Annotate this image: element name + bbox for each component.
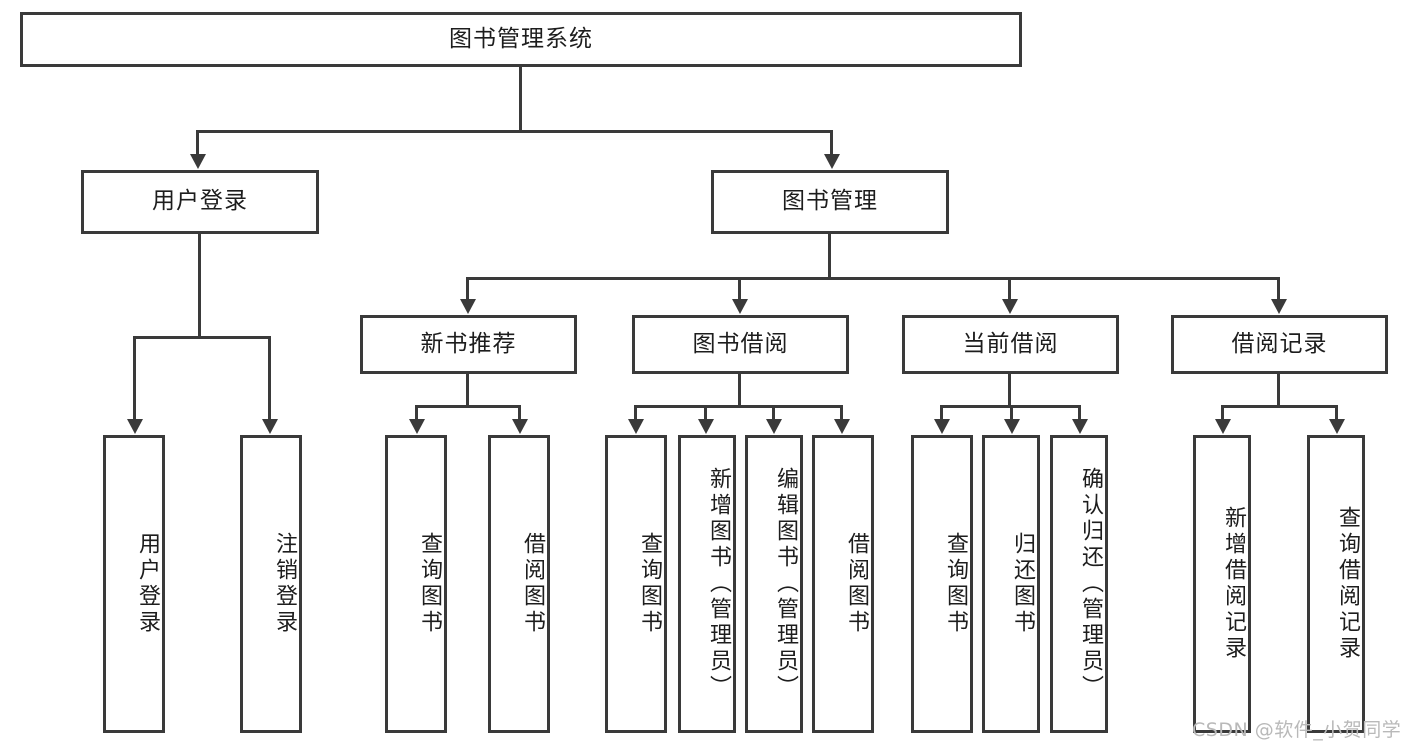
node-new-book-recommend[interactable]: 新书推荐 bbox=[360, 315, 577, 374]
node-book-manage-label: 图书管理 bbox=[782, 188, 878, 215]
connector-new-book-bus bbox=[415, 405, 521, 408]
arrowhead-borrow-record-leaf1 bbox=[1215, 419, 1231, 434]
connector-book-manage-stem bbox=[828, 234, 831, 277]
connector-to-book-borrow bbox=[738, 277, 741, 300]
leaf-borrow-add-book-label: 新增图书（管理员） bbox=[706, 467, 731, 701]
arrowhead-to-book-manage bbox=[824, 154, 840, 169]
leaf-borrow-edit-book-label: 编辑图书（管理员） bbox=[773, 467, 798, 701]
leaf-newbook-borrow-book[interactable]: 借阅图书 bbox=[488, 435, 550, 733]
arrowhead-book-borrow-leaf2 bbox=[698, 419, 714, 434]
connector-book-borrow-leaf3 bbox=[772, 405, 775, 420]
connector-to-borrow-record bbox=[1277, 277, 1280, 300]
node-book-borrow-label: 图书借阅 bbox=[692, 330, 789, 357]
connector-book-borrow-stem bbox=[738, 374, 741, 405]
leaf-borrow-add-book[interactable]: 新增图书（管理员） bbox=[678, 435, 736, 733]
connector-current-borrow-stem bbox=[1008, 374, 1011, 405]
arrowhead-to-borrow-record bbox=[1271, 299, 1287, 314]
connector-borrow-record-stem bbox=[1277, 374, 1280, 405]
arrowhead-user-login-leaf2 bbox=[262, 419, 278, 434]
leaf-user-login[interactable]: 用户登录 bbox=[103, 435, 165, 733]
arrowhead-current-borrow-leaf2 bbox=[1004, 419, 1020, 434]
connector-user-login-leaf2 bbox=[268, 336, 271, 420]
connector-new-book-leaf2 bbox=[518, 405, 521, 420]
node-new-book-recommend-label: 新书推荐 bbox=[420, 330, 517, 357]
arrowhead-to-user-login bbox=[190, 154, 206, 169]
connector-book-borrow-bus bbox=[634, 405, 843, 408]
leaf-newbook-query-book-label: 查询图书 bbox=[417, 532, 442, 636]
node-current-borrow[interactable]: 当前借阅 bbox=[902, 315, 1119, 374]
connector-to-user-login bbox=[196, 130, 199, 155]
arrowhead-new-book-leaf2 bbox=[512, 419, 528, 434]
leaf-record-add-record-label: 新增借阅记录 bbox=[1221, 506, 1246, 662]
node-book-manage[interactable]: 图书管理 bbox=[711, 170, 949, 234]
node-current-borrow-label: 当前借阅 bbox=[962, 330, 1059, 357]
arrowhead-to-book-borrow bbox=[732, 299, 748, 314]
connector-borrow-record-leaf2 bbox=[1335, 405, 1338, 420]
connector-current-borrow-leaf2 bbox=[1010, 405, 1013, 420]
connector-current-borrow-leaf1 bbox=[940, 405, 943, 420]
leaf-current-confirm-return-label: 确认归还（管理员） bbox=[1078, 467, 1103, 701]
connector-to-current-borrow bbox=[1008, 277, 1011, 300]
leaf-borrow-query-book-label: 查询图书 bbox=[637, 532, 662, 636]
leaf-current-return-book[interactable]: 归还图书 bbox=[982, 435, 1040, 733]
node-book-borrow[interactable]: 图书借阅 bbox=[632, 315, 849, 374]
arrowhead-user-login-leaf1 bbox=[127, 419, 143, 434]
connector-to-book-manage bbox=[830, 130, 833, 155]
connector-root-bus bbox=[196, 130, 833, 133]
node-root-system[interactable]: 图书管理系统 bbox=[20, 12, 1022, 67]
connector-book-borrow-leaf4 bbox=[840, 405, 843, 420]
leaf-newbook-query-book[interactable]: 查询图书 bbox=[385, 435, 447, 733]
leaf-record-query-record[interactable]: 查询借阅记录 bbox=[1307, 435, 1365, 733]
leaf-current-query-book-label: 查询图书 bbox=[943, 532, 968, 636]
connector-user-login-bus bbox=[133, 336, 270, 339]
leaf-current-return-book-label: 归还图书 bbox=[1010, 532, 1035, 636]
node-root-system-label: 图书管理系统 bbox=[449, 25, 593, 52]
leaf-current-confirm-return[interactable]: 确认归还（管理员） bbox=[1050, 435, 1108, 733]
arrowhead-book-borrow-leaf3 bbox=[766, 419, 782, 434]
node-borrow-record-label: 借阅记录 bbox=[1231, 330, 1328, 357]
leaf-logout-login[interactable]: 注销登录 bbox=[240, 435, 302, 733]
connector-current-borrow-leaf3 bbox=[1078, 405, 1081, 420]
connector-borrow-record-leaf1 bbox=[1221, 405, 1224, 420]
arrowhead-to-current-borrow bbox=[1002, 299, 1018, 314]
node-user-login-label: 用户登录 bbox=[152, 188, 248, 215]
arrowhead-current-borrow-leaf3 bbox=[1072, 419, 1088, 434]
connector-root-stem bbox=[519, 67, 522, 130]
arrowhead-book-borrow-leaf1 bbox=[628, 419, 644, 434]
leaf-current-query-book[interactable]: 查询图书 bbox=[911, 435, 973, 733]
node-user-login[interactable]: 用户登录 bbox=[81, 170, 319, 234]
leaf-newbook-borrow-book-label: 借阅图书 bbox=[520, 532, 545, 636]
arrowhead-current-borrow-leaf1 bbox=[934, 419, 950, 434]
connector-borrow-record-bus bbox=[1221, 405, 1338, 408]
connector-new-book-stem bbox=[466, 374, 469, 405]
connector-book-manage-bus bbox=[466, 277, 1280, 280]
node-borrow-record[interactable]: 借阅记录 bbox=[1171, 315, 1388, 374]
leaf-logout-login-label: 注销登录 bbox=[272, 532, 297, 636]
leaf-record-query-record-label: 查询借阅记录 bbox=[1335, 506, 1360, 662]
arrowhead-new-book-leaf1 bbox=[409, 419, 425, 434]
leaf-borrow-borrow-book[interactable]: 借阅图书 bbox=[812, 435, 874, 733]
arrowhead-book-borrow-leaf4 bbox=[834, 419, 850, 434]
connector-user-login-stem bbox=[198, 234, 201, 336]
connector-book-borrow-leaf1 bbox=[634, 405, 637, 420]
connector-book-borrow-leaf2 bbox=[704, 405, 707, 420]
leaf-borrow-query-book[interactable]: 查询图书 bbox=[605, 435, 667, 733]
csdn-watermark: CSDN @软件_小贺同学 bbox=[1192, 719, 1402, 741]
leaf-borrow-edit-book[interactable]: 编辑图书（管理员） bbox=[745, 435, 803, 733]
connector-user-login-leaf1 bbox=[133, 336, 136, 420]
leaf-borrow-borrow-book-label: 借阅图书 bbox=[844, 532, 869, 636]
leaf-user-login-label: 用户登录 bbox=[135, 532, 160, 636]
connector-to-new-book bbox=[466, 277, 469, 300]
arrowhead-borrow-record-leaf2 bbox=[1329, 419, 1345, 434]
leaf-record-add-record[interactable]: 新增借阅记录 bbox=[1193, 435, 1251, 733]
arrowhead-to-new-book bbox=[460, 299, 476, 314]
connector-new-book-leaf1 bbox=[415, 405, 418, 420]
